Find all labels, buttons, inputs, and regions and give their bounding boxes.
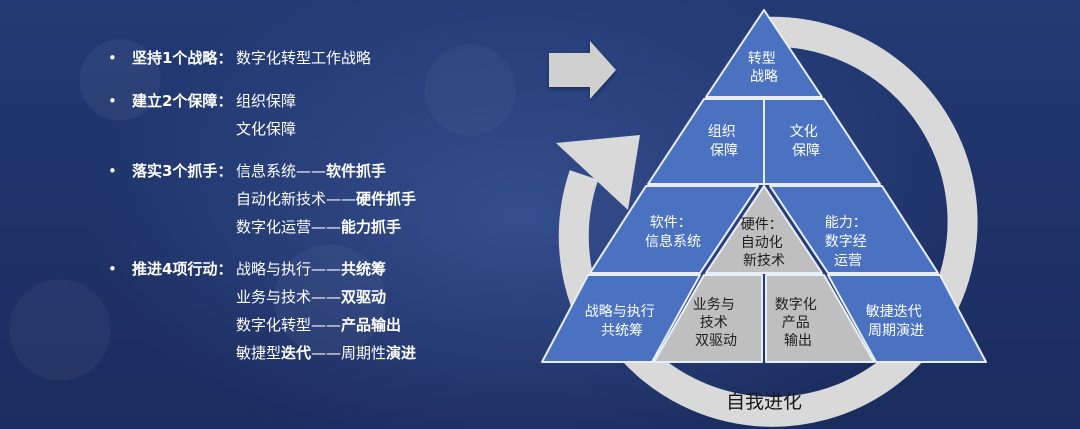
pyramid-row4-2-segment (653, 274, 763, 363)
list-item-4-line-2: 业务与技术——双驱动 (236, 288, 387, 306)
list-item-3-line-3: 数字化运营——能力抓手 (236, 218, 402, 236)
pyramid-row3-center-segment (705, 185, 823, 274)
right-arrow-icon (549, 41, 616, 99)
bullet-dot: • (108, 92, 117, 110)
pyramid-row3-center-label: 硬件： 自动化 新技术 (741, 217, 787, 269)
pyramid-row2-right-label: 文化 保障 (790, 124, 822, 159)
pyramid-row3-right-segment (769, 185, 939, 274)
bullet-dot: • (108, 162, 117, 180)
list-item-4-line-4: 敏捷型迭代——周期性演进 (236, 344, 417, 362)
list-item-2-head: 建立2个保障： (132, 92, 233, 110)
pyramid-row4-4-label: 敏捷迭代 周期演进 (866, 304, 926, 339)
pyramid-row2-left-segment (647, 98, 765, 185)
pyramid-row3-left-label: 软件： 信息系统 (645, 215, 701, 250)
list-item-4-line-1: 战略与执行——共统筹 (236, 260, 387, 278)
list-item-1-head: 坚持1个战略： (132, 49, 233, 67)
pyramid (541, 9, 987, 363)
pyramid-row4-2-label: 业务与 技术 双驱动 (693, 297, 739, 349)
list-item-3-line-2: 自动化新技术——硬件抓手 (236, 190, 417, 208)
list-item-2-text-1: 组织保障 (236, 92, 297, 110)
pyramid-row4-4-segment (827, 274, 987, 363)
cycle-arrow-head-icon (556, 135, 640, 210)
pyramid-row4-3-label: 数字化 产品 输出 (775, 297, 821, 349)
list-item-1-text: 数字化转型工作战略 (236, 49, 372, 67)
bullet-dot: • (108, 260, 117, 278)
list-item-4-head: 推进4项行动： (132, 260, 233, 278)
bullet-dot: • (108, 49, 117, 67)
pyramid-row3-right-label: 能力： 数字经 运营 (825, 215, 871, 269)
list-item-2-text-2: 文化保障 (236, 120, 297, 138)
list-item-3-line-1: 信息系统——软件抓手 (236, 162, 387, 180)
pyramid-row4-1-label: 战略与执行 共统筹 (585, 304, 659, 339)
pyramid-row4-3-segment (765, 274, 875, 363)
pyramid-row3-left-segment (589, 185, 759, 274)
pyramid-row2-left-label: 组织 保障 (708, 124, 740, 159)
cycle-label: 自我进化 (726, 391, 802, 413)
list-item-4-line-3: 数字化转型——产品输出 (236, 316, 402, 334)
pyramid-top-segment (705, 9, 823, 98)
pyramid-row2-right-segment (763, 98, 881, 185)
list-item-3-head: 落实3个抓手： (132, 162, 233, 180)
pyramid-row4-1-segment (541, 274, 701, 363)
pyramid-top-label: 转型 战略 (748, 51, 780, 85)
